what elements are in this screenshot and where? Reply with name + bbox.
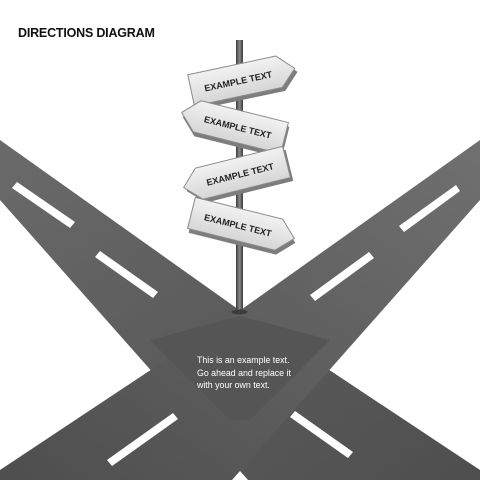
road-left-surface xyxy=(0,140,480,480)
diagram-title: DIRECTIONS DIAGRAM xyxy=(18,26,155,40)
road-right-surface xyxy=(0,140,480,480)
sign-3: EXAMPLE TEXT xyxy=(182,145,294,203)
example-body-text: This is an example text. Go ahead and re… xyxy=(197,354,317,392)
sign-1: EXAMPLE TEXT xyxy=(187,55,298,110)
sign-3-face xyxy=(182,145,291,200)
sign-2: EXAMPLE TEXT xyxy=(180,100,290,158)
lane-dash xyxy=(107,413,178,466)
road-intersection xyxy=(150,316,330,420)
lane-dash xyxy=(290,411,353,458)
road-left xyxy=(0,140,480,480)
lane-dash xyxy=(310,252,374,301)
lane-dash xyxy=(399,185,460,232)
sign-2-face xyxy=(180,100,289,155)
sign-1-face xyxy=(187,55,296,107)
lane-dash xyxy=(12,182,75,228)
body-text-line-2: Go ahead and replace it xyxy=(197,367,291,378)
sign-4: EXAMPLE TEXT xyxy=(187,196,296,255)
lane-markings-right-road xyxy=(107,185,460,466)
body-text-line-3: with your own text. xyxy=(197,380,270,390)
lane-dash xyxy=(95,251,158,298)
sign-4-face xyxy=(187,196,296,251)
lane-markings-left-road xyxy=(12,182,353,458)
signpost-base xyxy=(231,309,248,315)
road-right xyxy=(0,140,480,480)
body-text-line-1: This is an example text. xyxy=(197,355,290,365)
